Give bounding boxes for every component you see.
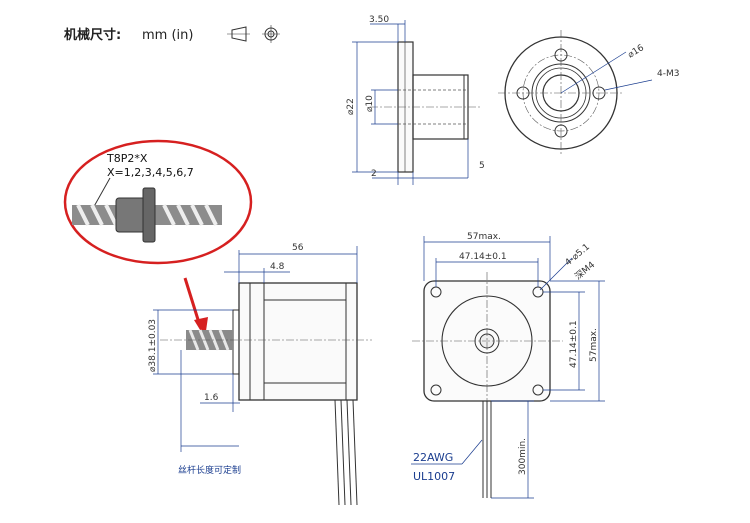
- dim-flange-thickness: 3.50: [369, 15, 389, 25]
- dim-base: 2: [371, 169, 377, 179]
- dim-hole-spacing-horizontal: 47.14±0.1: [459, 252, 507, 262]
- leadscrew-callout: T8P2*X X=1,2,3,4,5,6,7: [63, 139, 253, 265]
- dim-flange-step: 4.8: [270, 262, 285, 272]
- callout-lengths: X=1,2,3,4,5,6,7: [107, 166, 194, 179]
- header-title: 机械尺寸:: [64, 27, 121, 43]
- dim-pcd: ⌀16: [626, 43, 646, 61]
- leadscrew-nut-icon: [72, 187, 222, 243]
- motor-side-view: 56 4.8 ⌀38.1±0.03 1.6 丝杆长度可定制: [148, 243, 372, 506]
- dim-motor-length: 56: [292, 243, 304, 253]
- dim-front-width: 57max.: [467, 232, 501, 242]
- motor-front-view: 57max. 47.14±0.1 47.14±0.1 57max. 4-⌀5.1…: [411, 232, 605, 499]
- callout-arrow-icon: [183, 277, 208, 338]
- dim-pilot-diameter: ⌀38.1±0.03: [148, 319, 158, 372]
- flange-front-view: ⌀16 4-M3: [498, 30, 679, 156]
- dim-front-height: 57max.: [589, 328, 599, 362]
- callout-model: T8P2*X: [106, 152, 148, 165]
- dim-bore-diameter: ⌀10: [365, 95, 375, 112]
- dim-boss: 5: [479, 161, 485, 171]
- dim-flange-holes: 4-M3: [657, 69, 679, 79]
- dim-lead-length: 300min.: [518, 438, 528, 475]
- screw-length-note: 丝杆长度可定制: [178, 464, 241, 476]
- dim-pilot-depth: 1.6: [204, 393, 219, 403]
- wire-gauge-label: 22AWG: [413, 451, 453, 464]
- callout-ring: [63, 139, 253, 265]
- dim-hole-spacing-vertical: 47.14±0.1: [569, 320, 579, 368]
- header-units: mm (in): [142, 28, 193, 43]
- projection-symbol-icon: [227, 25, 280, 43]
- flange-side-view: 3.50 ⌀22 ⌀10 2 5: [346, 15, 485, 185]
- dim-outer-diameter: ⌀22: [346, 98, 356, 115]
- wire-standard-label: UL1007: [413, 470, 455, 483]
